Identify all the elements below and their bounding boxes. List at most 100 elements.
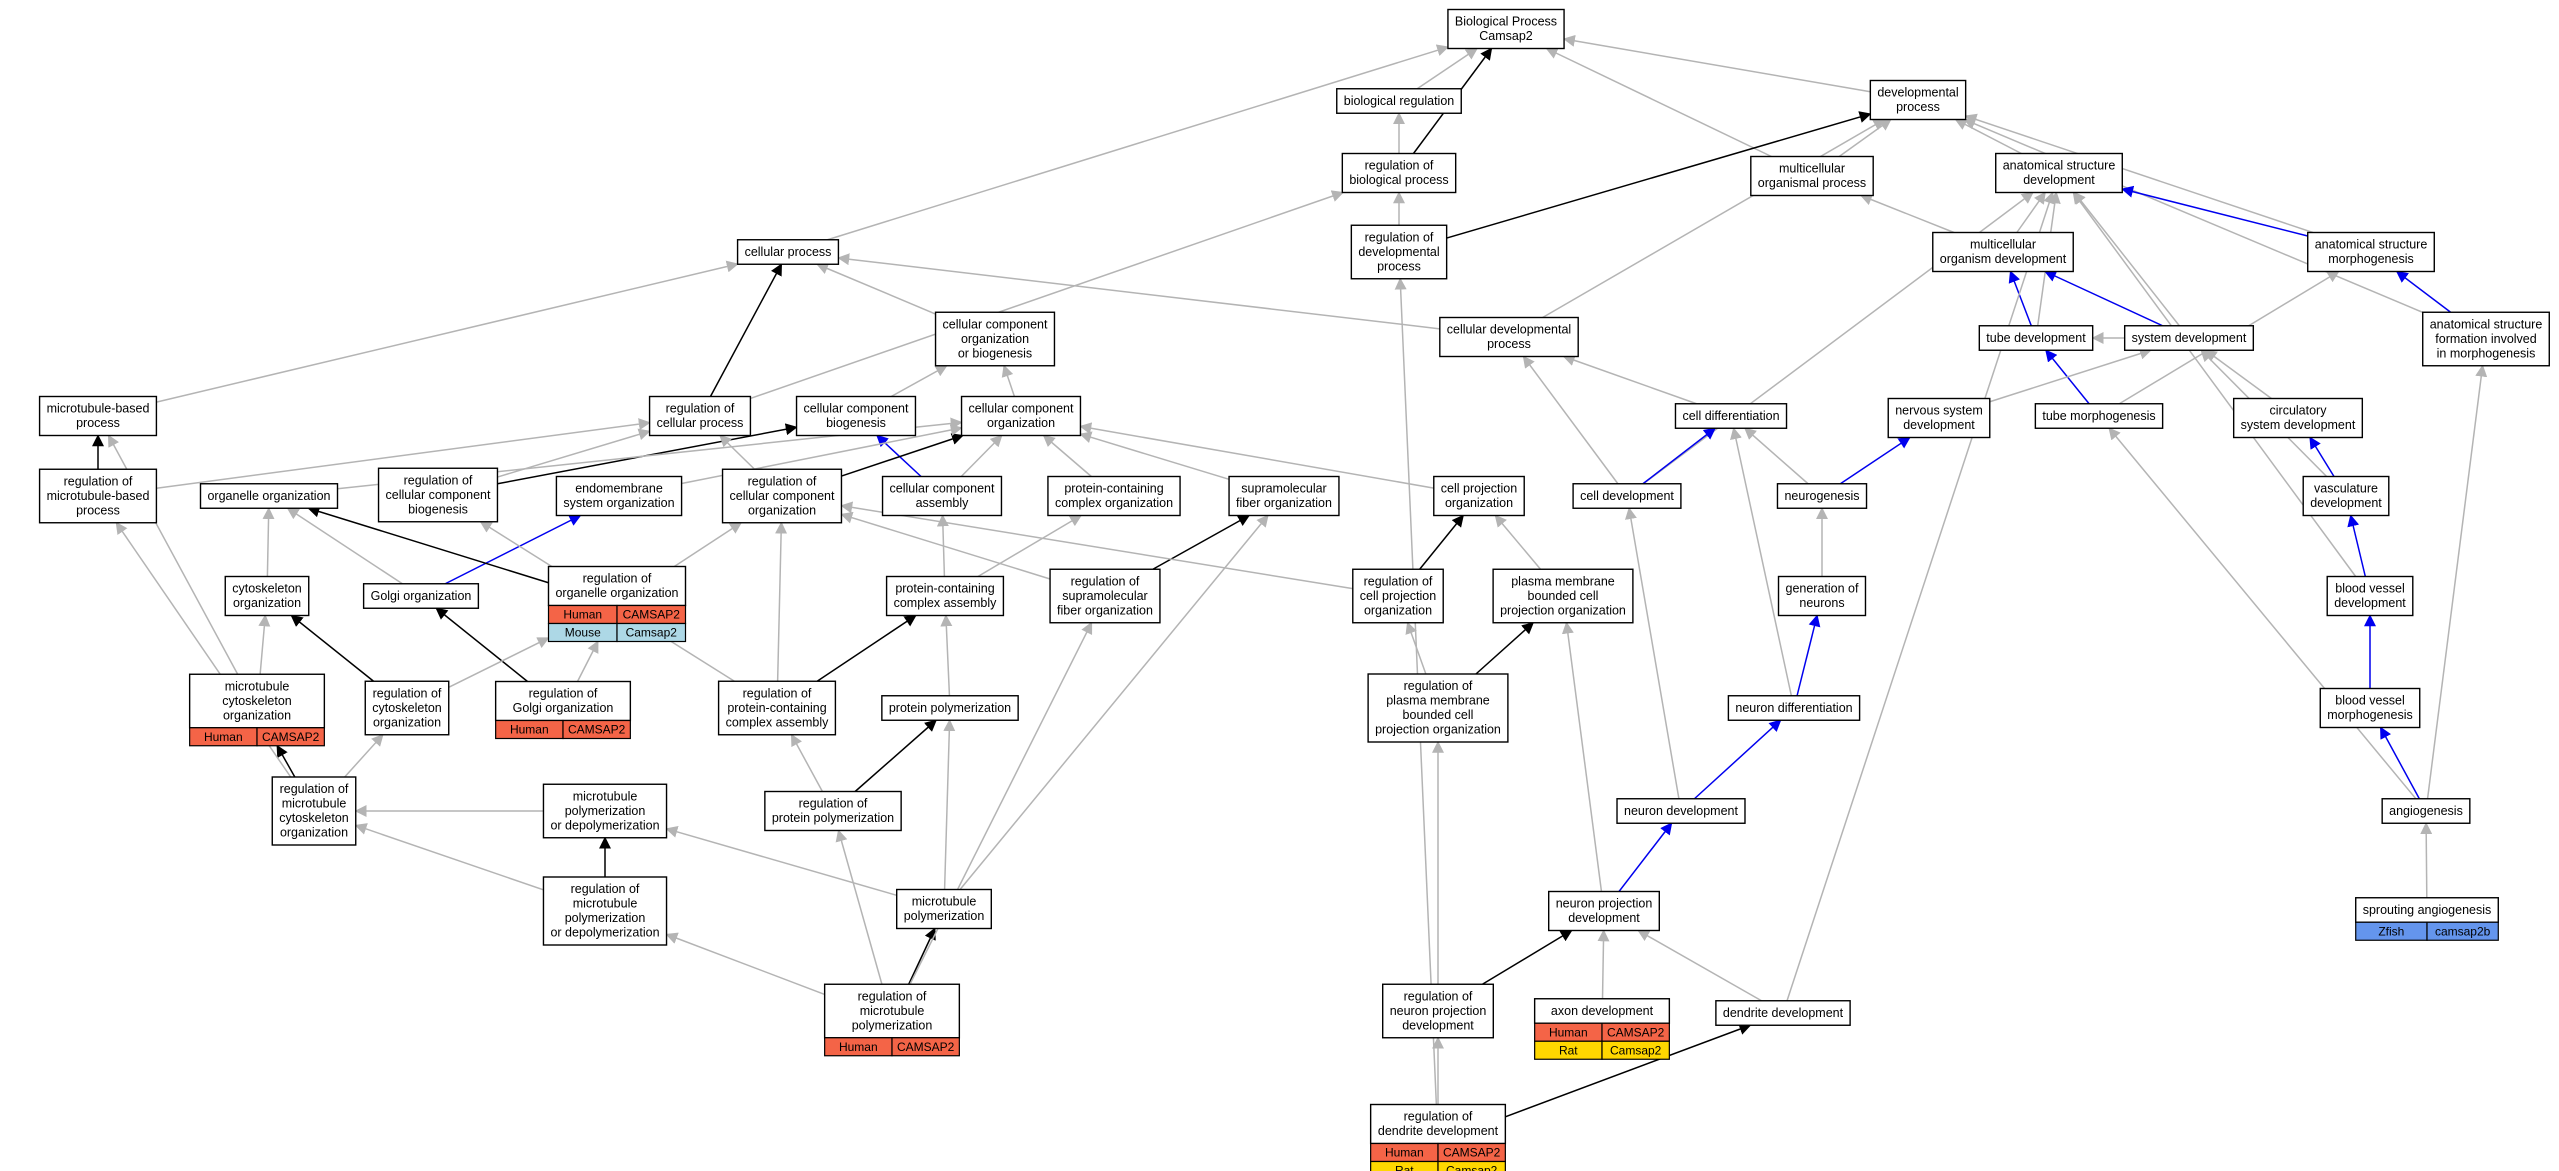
go-term-label: organelle organization [555,586,678,600]
go-term-box [2355,897,2499,923]
go-term-box [362,583,480,609]
go-term-box [1439,316,1579,358]
relation-edge-is-a [1561,621,1603,892]
relation-edge-is-a [1494,514,1542,570]
go-term-node[interactable]: microtubulecytoskeletonorganizationHuman… [188,673,326,747]
go-term-label: protein-containing [1064,482,1163,496]
relation-edge-part-of [2395,270,2452,313]
go-term-node[interactable]: cellular process [736,239,840,265]
go-term-label: development [2023,173,2095,187]
go-term-node[interactable]: neuron development [1616,798,1746,824]
go-term-box [1616,798,1746,824]
go-term-label: biological regulation [1344,94,1455,108]
go-term-node[interactable]: cell development [1572,483,1682,509]
go-term-node[interactable]: regulation ofmicrotubulecytoskeletonorga… [271,776,357,846]
go-term-node[interactable]: biological regulation [1336,88,1462,114]
gene-cell [1601,1040,1670,1060]
go-term-node[interactable]: regulation ofmicrotubulepolymerizationor… [542,876,668,946]
go-term-box [823,983,961,1039]
go-term-box [555,475,683,517]
relation-edge-is-a [1042,434,1092,478]
go-term-node[interactable]: system development [2123,325,2255,351]
go-term-node[interactable]: dendrite development [1715,1000,1851,1026]
go-term-label: blood vessel [2335,582,2405,596]
edge-layer [92,34,2488,1118]
relation-edge-is-a [448,637,550,689]
go-term-label: cell differentiation [1682,409,1779,423]
go-term-node[interactable]: angiogenesis [2381,798,2471,824]
go-term-label: regulation of [373,686,442,700]
go-term-box [1228,475,1340,517]
relation-edge-regulates [854,719,937,793]
relation-edge-is-a [681,424,963,485]
go-term-label: cellular developmental [1447,323,1571,337]
go-term-label: cellular component [890,482,995,496]
go-term-node[interactable]: protein polymerization [881,695,1019,721]
relation-edge-is-a [1625,507,1680,799]
go-term-label: development [1568,911,1640,925]
go-term-box [1047,475,1181,517]
go-term-node[interactable]: tube development [1978,325,2094,351]
go-term-node[interactable]: tube morphogenesis [2034,403,2164,429]
relation-edge-regulates [816,614,917,682]
go-term-node[interactable]: neuron differentiation [1727,695,1861,721]
go-term-node[interactable]: neurogenesis [1776,483,1868,509]
go-term-node[interactable]: organelle organization [199,483,339,509]
relation-edge-regulates [1505,1023,1752,1118]
gene-symbol: Camsap2 [1446,1164,1498,1171]
go-term-box [1572,483,1682,509]
go-term-node[interactable]: regulation ofmicrotubulepolymerizationHu… [823,983,961,1057]
relation-edge-is-a [1963,118,2424,314]
go-term-node[interactable]: Golgi organization [362,583,480,609]
go-term-node[interactable]: cell differentiation [1674,403,1788,429]
go-term-label: regulation of [571,882,640,896]
